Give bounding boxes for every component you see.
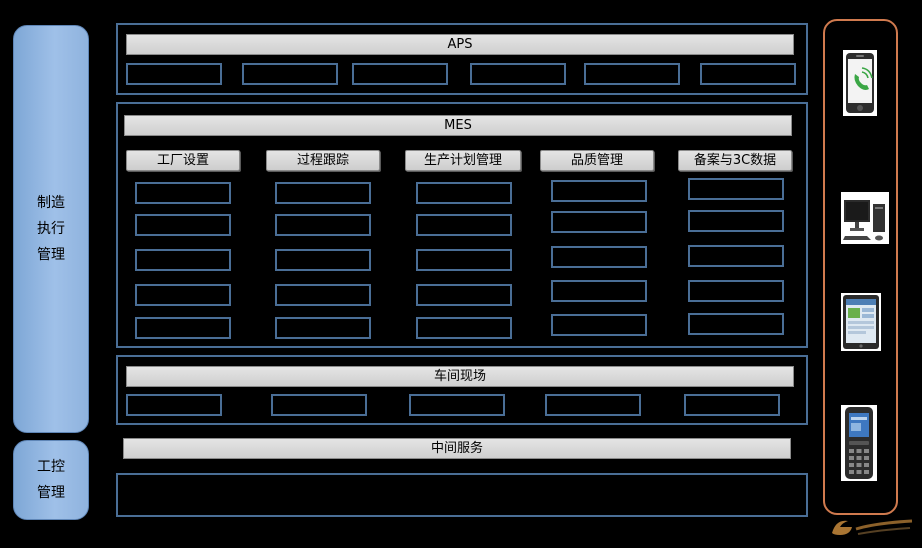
mes-slot [416, 182, 512, 204]
shop-floor-slot [126, 394, 222, 416]
mes-slot [416, 317, 512, 339]
shop-floor-slot [684, 394, 780, 416]
mes-slot [551, 314, 647, 336]
shop-floor-slot [271, 394, 367, 416]
device-panel [823, 19, 898, 515]
aps-slot [126, 63, 222, 85]
desktop-computer-icon [841, 192, 889, 244]
mes-slot [416, 214, 512, 236]
aps-slot [584, 63, 680, 85]
mes-column-filing-3c-data: 备案与3C数据 [678, 150, 792, 171]
aps-slot [470, 63, 566, 85]
mes-slot [275, 182, 371, 204]
mes-title-bar: MES [124, 115, 792, 136]
e-works-watermark-logo [832, 519, 913, 535]
mes-slot [275, 317, 371, 339]
mes-slot [135, 249, 231, 271]
shop-floor-panel: 车间现场 [116, 355, 808, 425]
shop-floor-slot [545, 394, 641, 416]
mes-slot [688, 245, 784, 267]
mes-column-quality-management: 品质管理 [540, 150, 654, 171]
mes-slot [551, 180, 647, 202]
middleware-panel [116, 473, 808, 517]
mes-slot [688, 210, 784, 232]
mes-slot [416, 249, 512, 271]
mes-slot [275, 249, 371, 271]
smartphone-icon [843, 50, 877, 116]
mes-column-production-planning: 生产计划管理 [405, 150, 521, 171]
aps-slot [242, 63, 338, 85]
mes-slot [135, 214, 231, 236]
mes-slot [688, 178, 784, 200]
mes-slot [688, 313, 784, 335]
mes-slot [551, 280, 647, 302]
middleware-title-bar: 中间服务 [123, 438, 791, 459]
shop-floor-title-bar: 车间现场 [126, 366, 794, 387]
aps-panel: APS [116, 23, 808, 95]
mes-column-factory-setup: 工厂设置 [126, 150, 240, 171]
category-industrial-control-label: 工控管理 [37, 459, 65, 501]
category-manufacturing-execution: 制造执行管理 [13, 25, 89, 433]
aps-slot [700, 63, 796, 85]
mes-slot [275, 284, 371, 306]
category-industrial-control: 工控管理 [13, 440, 89, 520]
mes-column-process-tracking: 过程跟踪 [266, 150, 380, 171]
shop-floor-slot [409, 394, 505, 416]
category-manufacturing-execution-label: 制造执行管理 [37, 195, 65, 263]
handheld-scanner-icon [841, 405, 877, 481]
mes-slot [688, 280, 784, 302]
mes-slot [275, 214, 371, 236]
mes-panel: MES 工厂设置 过程跟踪 生产计划管理 品质管理 备案与3C数据 [116, 102, 808, 348]
mes-slot [135, 182, 231, 204]
mes-slot [551, 246, 647, 268]
tablet-icon [841, 293, 881, 351]
mes-slot [551, 211, 647, 233]
mes-slot [135, 284, 231, 306]
aps-title-bar: APS [126, 34, 794, 55]
mes-slot [135, 317, 231, 339]
mes-slot [416, 284, 512, 306]
aps-slot [352, 63, 448, 85]
